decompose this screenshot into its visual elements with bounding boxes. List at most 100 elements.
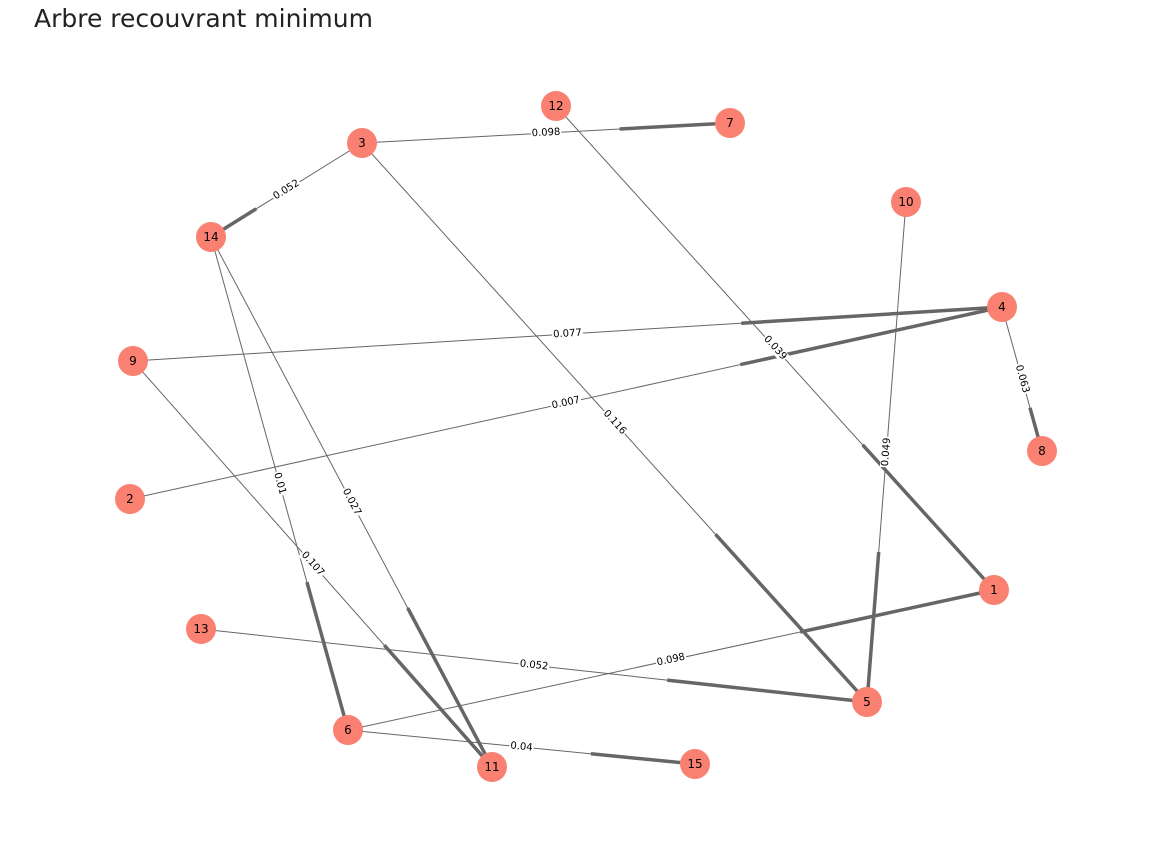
edge-label-background	[760, 332, 790, 364]
edge-label-background	[600, 407, 629, 438]
edge-head-3-5	[714, 533, 869, 704]
edge-weight-label: 0.052	[271, 178, 301, 202]
edge-labels-layer: 0.0980.0520.1160.0390.0490.0770.0630.007…	[270, 126, 1032, 754]
node-14: 14	[196, 222, 226, 252]
edge-label-14-6: 0.01	[270, 470, 289, 497]
edge-label-6-15: 0.04	[508, 740, 535, 754]
node-circle	[680, 749, 710, 779]
edge-label-3-5: 0.116	[600, 407, 629, 438]
edge-head-10-5	[865, 551, 881, 703]
node-3: 3	[347, 128, 377, 158]
edge-head-9-4	[741, 305, 1003, 325]
edge-label-background	[270, 177, 303, 203]
node-label: 8	[1038, 444, 1046, 458]
node-label: 13	[193, 622, 208, 636]
edge-head-3-7	[619, 121, 731, 131]
edge-label-background	[551, 327, 584, 341]
edge-head-12-1	[861, 443, 996, 592]
edge-label-10-5: 0.049	[879, 436, 894, 468]
edge-label-background	[270, 470, 289, 497]
edge-label-3-7: 0.098	[530, 126, 562, 140]
node-9: 9	[118, 346, 148, 376]
edge-label-background	[518, 658, 550, 673]
edge-label-4-8: 0.063	[1012, 362, 1032, 396]
node-10: 10	[891, 187, 921, 217]
edge-label-background	[1012, 362, 1032, 396]
edge-label-background	[339, 485, 364, 519]
node-15: 15	[680, 749, 710, 779]
edge-weight-label: 0.098	[656, 652, 686, 669]
node-5: 5	[852, 687, 882, 717]
chart-title: Arbre recouvrant minimum	[34, 4, 373, 33]
node-7: 7	[715, 108, 745, 138]
node-label: 6	[344, 723, 352, 737]
edge-head-14-11	[406, 607, 494, 768]
edge-weight-label: 0.077	[553, 328, 582, 341]
edge-head-13-5	[667, 678, 868, 704]
edge-label-background	[530, 126, 562, 140]
node-8: 8	[1027, 436, 1057, 466]
node-2: 2	[115, 484, 145, 514]
node-circle	[347, 128, 377, 158]
edge-label-background	[549, 394, 583, 412]
node-label: 7	[726, 116, 734, 130]
edge-weight-label: 0.04	[510, 740, 533, 753]
edge-weight-label: 0.098	[531, 127, 560, 140]
edge-weight-label: 0.107	[299, 550, 326, 579]
node-label: 3	[358, 136, 366, 150]
edge-head-6-1	[799, 588, 995, 634]
node-12: 12	[541, 91, 571, 121]
node-circle	[333, 715, 363, 745]
edge-label-2-4: 0.007	[549, 394, 583, 412]
edge-label-13-5: 0.052	[518, 658, 550, 673]
node-label: 4	[998, 300, 1006, 314]
edge-weight-label: 0.116	[601, 408, 628, 437]
edge-head-9-11	[382, 644, 494, 769]
node-label: 9	[129, 354, 137, 368]
node-label: 15	[687, 757, 702, 771]
edge-weight-label: 0.01	[271, 471, 288, 495]
edge-label-background	[654, 651, 688, 669]
node-label: 5	[863, 695, 871, 709]
edge-label-6-1: 0.098	[654, 651, 688, 669]
edge-weight-label: 0.007	[551, 395, 581, 412]
node-label: 2	[126, 492, 134, 506]
node-circle	[891, 187, 921, 217]
edge-weight-label: 0.027	[340, 487, 363, 517]
node-circle	[196, 222, 226, 252]
node-1: 1	[979, 575, 1009, 605]
node-circle	[979, 575, 1009, 605]
node-11: 11	[477, 752, 507, 782]
edge-label-9-11: 0.107	[298, 548, 327, 580]
node-circle	[115, 484, 145, 514]
node-circle	[118, 346, 148, 376]
node-label: 1	[990, 583, 998, 597]
edge-label-14-11: 0.027	[339, 485, 364, 519]
edge-label-3-14: 0.052	[270, 177, 303, 203]
edge-head-6-15	[590, 752, 696, 766]
edge-label-background	[879, 436, 894, 468]
node-label: 10	[898, 195, 913, 209]
edge-weight-label: 0.049	[880, 437, 893, 466]
node-6: 6	[333, 715, 363, 745]
node-13: 13	[186, 614, 216, 644]
edge-label-9-4: 0.077	[551, 327, 584, 341]
edge-weight-label: 0.063	[1013, 364, 1031, 395]
node-circle	[477, 752, 507, 782]
node-circle	[715, 108, 745, 138]
node-label: 12	[548, 99, 563, 113]
node-label: 14	[203, 230, 218, 244]
node-label: 11	[484, 760, 499, 774]
node-circle	[541, 91, 571, 121]
edge-head-14-6	[305, 581, 350, 731]
node-circle	[186, 614, 216, 644]
node-circle	[852, 687, 882, 717]
edge-label-background	[508, 740, 535, 754]
edge-weight-label: 0.052	[519, 658, 549, 672]
node-circle	[987, 292, 1017, 322]
node-circle	[1027, 436, 1057, 466]
edge-label-background	[298, 548, 327, 580]
node-4: 4	[987, 292, 1017, 322]
